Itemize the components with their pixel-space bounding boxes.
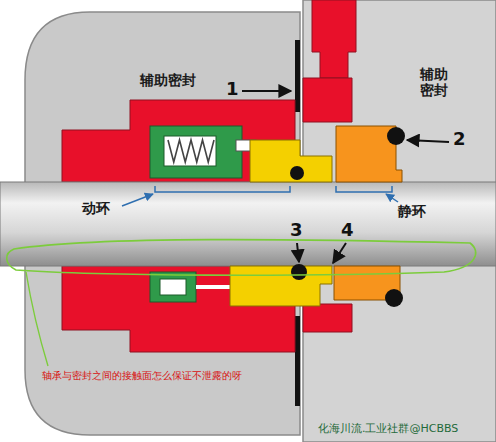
o-ring <box>385 289 403 307</box>
gland-upper <box>303 78 352 122</box>
callout-number: 2 <box>453 129 466 150</box>
o-ring <box>290 166 304 180</box>
question-note: 轴承与密封之间的接触面怎么保证不泄露的呀 <box>42 370 247 382</box>
bracket <box>336 186 392 192</box>
callout-arrow <box>407 140 449 142</box>
watermark: 化海川流.工业社群@HCBBS <box>318 423 458 436</box>
shaft <box>0 182 496 266</box>
part-label: 静环 <box>398 203 426 219</box>
callout-number: 3 <box>290 220 303 241</box>
rotating-ring <box>230 266 332 306</box>
callout-number: 4 <box>341 220 354 241</box>
spring-cavity <box>164 136 216 166</box>
bracket <box>155 186 290 192</box>
o-ring <box>387 127 405 145</box>
highlight-loop <box>7 240 476 276</box>
drive-pin <box>196 285 232 289</box>
part-label: 辅助密封 <box>140 72 196 88</box>
callout-number: 1 <box>226 79 239 100</box>
gland-lower <box>303 304 352 332</box>
callout-arrow <box>297 243 299 262</box>
o-ring <box>291 264 307 280</box>
inlet-pipe <box>312 0 356 78</box>
highlight-leader <box>26 272 48 366</box>
leader-line <box>386 194 398 202</box>
gasket <box>295 40 300 112</box>
leader-line <box>122 194 153 206</box>
spring-seat <box>150 126 242 178</box>
gasket <box>295 316 300 406</box>
rotating-ring <box>250 140 332 182</box>
callout-arrow <box>333 243 346 263</box>
part-label: 动环 <box>82 200 110 216</box>
spring <box>168 140 214 162</box>
callout-arrow <box>242 90 291 92</box>
spring-seat <box>150 272 196 302</box>
part-label: 辅助密封 <box>420 66 449 98</box>
spring-cavity <box>160 279 186 295</box>
